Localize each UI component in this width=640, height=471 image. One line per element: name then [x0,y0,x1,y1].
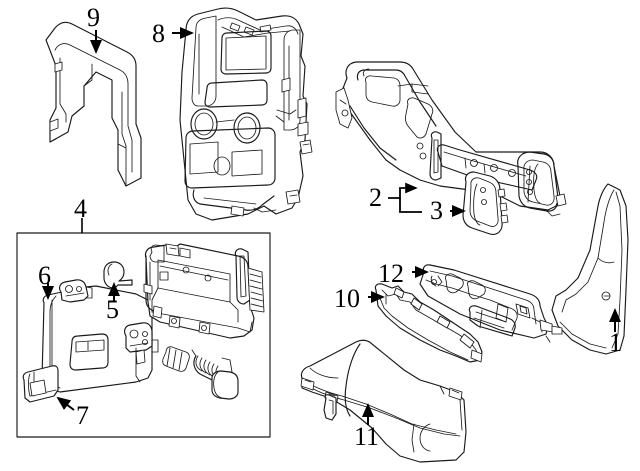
callout-number-7[interactable]: 7 [76,401,89,430]
callout-number-12[interactable]: 12 [378,259,404,288]
callout-number-11[interactable]: 11 [354,422,380,451]
callout-number-3[interactable]: 3 [430,196,443,225]
part-8-center-carrier [179,7,313,221]
callout-number-4[interactable]: 4 [74,194,87,223]
part-7-latch-striker [22,365,59,403]
part-10-console-side-trim [374,283,483,363]
leader-lines [42,27,621,425]
part-6-glove-box-door [41,279,159,393]
part-9-side-trim-panel [45,21,142,187]
part-11-knee-bolster [300,339,467,463]
callout-number-9[interactable]: 9 [87,3,100,32]
callout-number-10[interactable]: 10 [334,284,360,313]
leader-2b [399,198,422,213]
part-2-cluster-bezel [335,61,567,217]
part-12-console-upper-bracket [419,264,563,343]
leader-7 [56,396,75,411]
callout-number-1[interactable]: 1 [609,328,622,357]
part-3-switch-bezel [462,171,509,235]
callout-number-8[interactable]: 8 [152,19,165,48]
callout-number-6[interactable]: 6 [38,261,51,290]
glove-box-springs [162,346,239,400]
glove-box-housing [143,243,265,339]
leader-2a [388,182,418,199]
callout-number-5[interactable]: 5 [106,295,119,324]
callout-number-2[interactable]: 2 [369,183,382,212]
